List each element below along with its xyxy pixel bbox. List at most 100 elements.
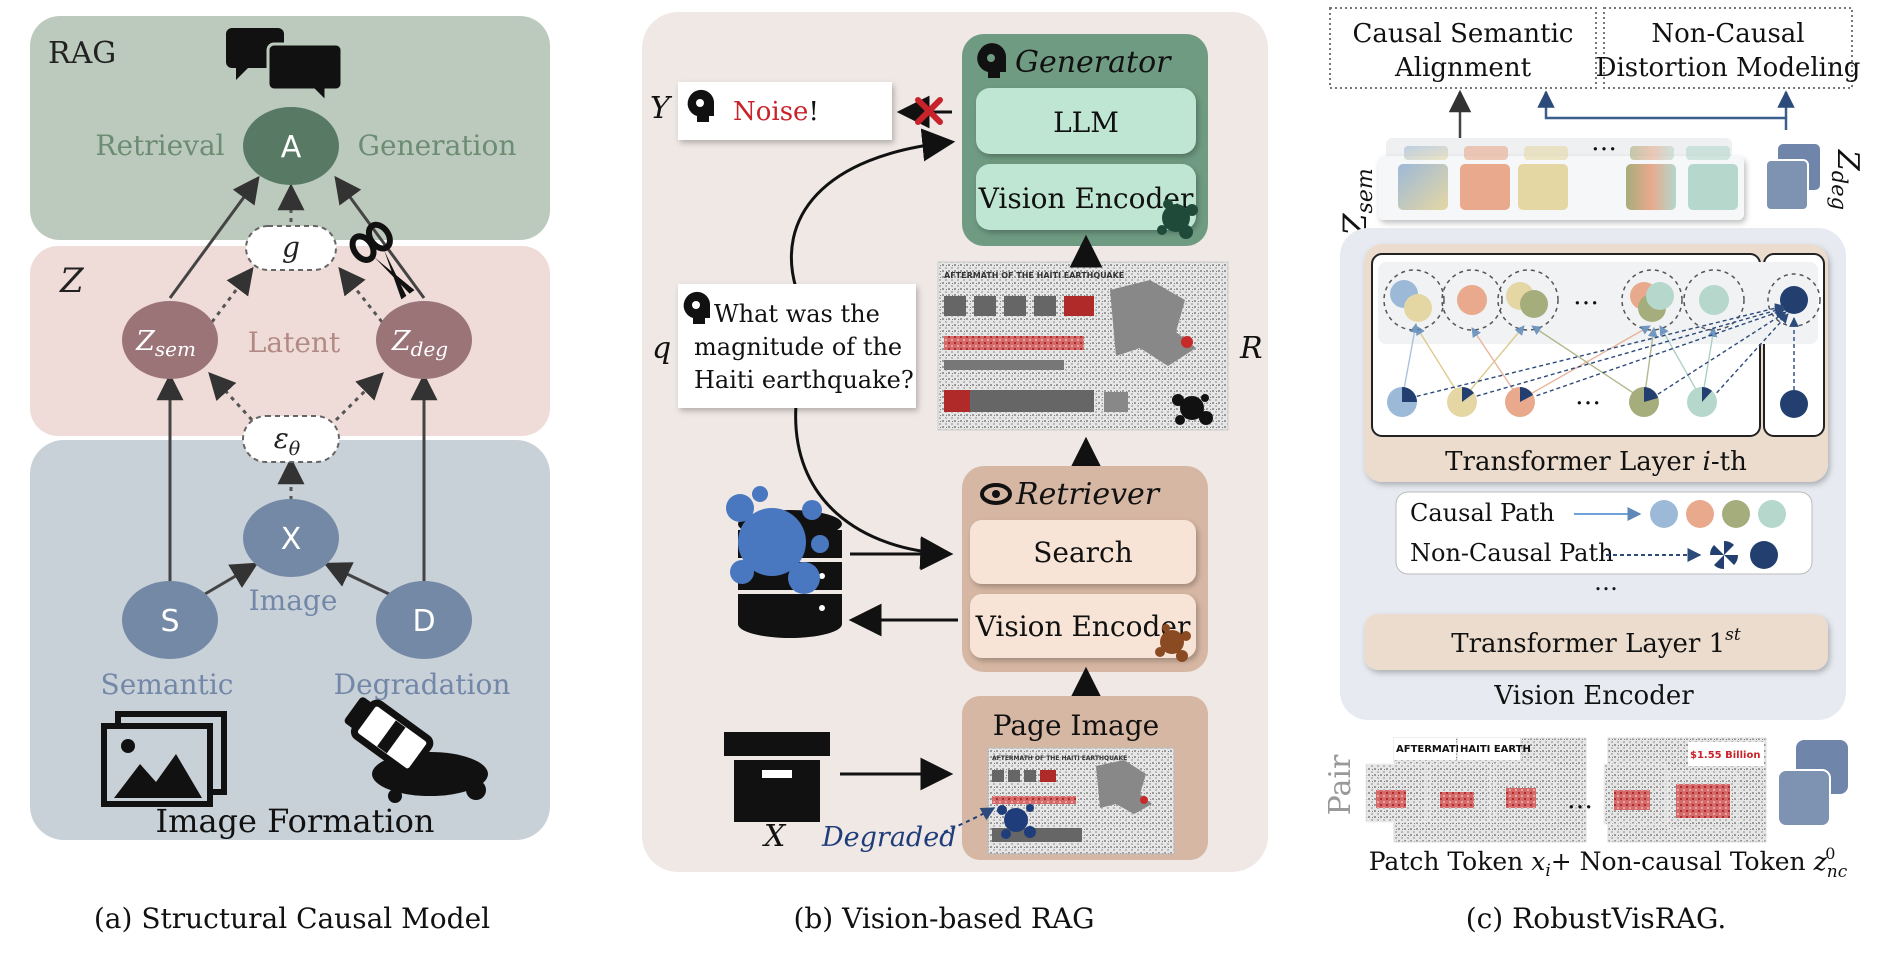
archive-box-icon <box>724 732 830 822</box>
layer-i-top-tokens: … <box>1383 269 1821 331</box>
chat-bubbles-icon <box>226 28 344 106</box>
retriever-title: Retriever <box>1015 477 1161 512</box>
layer-i-bottom-tokens: … <box>1387 381 1808 418</box>
degraded-label: Degraded <box>821 822 956 853</box>
svg-text:AFTERMATH OF THE HAITI EARTHQU: AFTERMATH OF THE HAITI EARTHQUAKE <box>992 755 1127 762</box>
splash-black-icon <box>1172 394 1213 425</box>
page-image-thumbnail: AFTERMATH OF THE HAITI EARTHQUAKE <box>987 747 1175 855</box>
noncausal-modeling-line-2: Distortion Modeling <box>1596 53 1861 83</box>
node-z-deg <box>376 301 472 379</box>
llm-box <box>976 88 1196 154</box>
degradation-label: Degradation <box>334 668 511 701</box>
pair-thumbnails: AFTERMATH O HAITI EARTH … $1.55 Billion <box>1365 737 1767 843</box>
node-epsilon-label: εθ <box>274 422 301 460</box>
node-z-sem <box>122 301 218 379</box>
caption-c: (c) RobustVisRAG. <box>1466 902 1727 935</box>
node-x-label: X <box>281 522 302 557</box>
generation-label: Generation <box>358 129 517 162</box>
svg-text:HAITI EARTH: HAITI EARTH <box>1460 744 1531 755</box>
token-sem-2 <box>1460 164 1510 210</box>
z-region-label: Z <box>59 261 85 301</box>
noncausal-modeling-line-1: Non-Causal <box>1651 19 1804 49</box>
page-image-label: Page Image <box>993 709 1159 742</box>
token-sem-4 <box>1626 164 1676 210</box>
token-sem-3 <box>1518 164 1568 210</box>
question-line-2: magnitude of the <box>694 333 902 361</box>
legend-tok-navy <box>1750 541 1778 569</box>
r-label: R <box>1239 331 1263 366</box>
z-sem-label: Zsem <box>1336 168 1378 236</box>
transformer-layer-1 <box>1364 614 1828 670</box>
noise-text: Noise! <box>733 97 819 127</box>
image-label: Image <box>249 584 338 617</box>
node-epsilon <box>242 415 340 463</box>
legend-tok-olive <box>1722 500 1750 528</box>
noncausal-token-front <box>1777 769 1831 827</box>
noncausal-connections <box>1409 303 1799 399</box>
node-x <box>243 499 339 577</box>
question-box <box>678 284 916 408</box>
splash-degraded-icon <box>997 804 1036 839</box>
svg-text:…: … <box>1575 381 1601 411</box>
node-a-label: A <box>281 130 302 165</box>
search-box <box>970 520 1196 584</box>
z-deg-label: Zdeg <box>1827 149 1865 210</box>
svg-text:AFTERMATH O: AFTERMATH O <box>1396 744 1476 755</box>
red-x-icon <box>915 97 943 125</box>
node-g <box>245 225 337 271</box>
causal-path-label: Causal Path <box>1410 499 1555 527</box>
search-label: Search <box>1033 536 1133 569</box>
retrieved-page-r: AFTERMATH OF THE HAITI EARTHQUAKE <box>937 261 1229 431</box>
node-z-deg-label: Zdeg <box>391 326 448 361</box>
node-s <box>122 581 218 659</box>
patch-token-label: Patch Token xi+ Non-causal Token znc0 <box>1369 844 1848 882</box>
vision-encoder-label: Vision Encoder <box>1493 681 1694 711</box>
noncausal-modeling-box <box>1603 7 1853 89</box>
caption-b: (b) Vision-based RAG <box>793 902 1094 935</box>
image-formation-label: Image Formation <box>155 802 434 840</box>
legend-tok-teal <box>1758 500 1786 528</box>
question-line-1: What was the <box>714 300 880 328</box>
legend-tok-orange <box>1686 500 1714 528</box>
causal-alignment-line-2: Alignment <box>1394 53 1532 83</box>
spill-icon <box>344 697 488 803</box>
retrieval-label: Retrieval <box>95 129 224 162</box>
scissors-icon <box>349 221 415 300</box>
y-label: Y <box>650 91 673 126</box>
semantic-label: Semantic <box>101 668 234 701</box>
svg-text:…: … <box>1567 785 1593 815</box>
node-d-label: D <box>412 604 435 639</box>
panel-c: Causal Semantic Alignment Non-Causal Dis… <box>1323 7 1865 935</box>
eye-icon <box>980 483 1012 505</box>
node-a <box>243 107 339 185</box>
brain-head-icon-noise <box>687 89 714 122</box>
node-s-label: S <box>160 604 179 639</box>
panel-b: Generator LLM Vision Encoder Y Noise! AF… <box>642 12 1268 935</box>
q-label: q <box>652 331 671 366</box>
brain-head-icon-question <box>683 291 710 324</box>
token-sem-1 <box>1398 164 1448 210</box>
retriever-vision-encoder-label: Vision Encoder <box>975 610 1191 643</box>
node-g-label: g <box>282 231 300 264</box>
causal-alignment-box <box>1329 7 1597 89</box>
token-deg-front <box>1765 159 1809 211</box>
svg-text:$1.55 Billion: $1.55 Billion <box>1690 750 1760 761</box>
llm-label: LLM <box>1053 106 1119 139</box>
svg-text:AFTERMATH OF THE HAITI EARTHQU: AFTERMATH OF THE HAITI EARTHQUAKE <box>944 271 1124 280</box>
question-line-3: Haiti earthquake? <box>694 366 914 394</box>
splash-green-icon <box>1157 199 1198 239</box>
generator-title: Generator <box>1015 45 1172 80</box>
x-label: X <box>762 819 787 854</box>
generator-vision-encoder-box <box>976 164 1196 230</box>
images-icon <box>101 711 227 807</box>
retriever-vision-encoder-box <box>970 594 1196 658</box>
caption-a: (a) Structural Causal Model <box>94 902 490 935</box>
rag-label: RAG <box>48 36 116 71</box>
pair-label: Pair <box>1323 754 1358 815</box>
brain-head-icon <box>977 43 1006 78</box>
svg-text:…: … <box>1573 281 1599 311</box>
token-sem-5 <box>1688 164 1738 210</box>
generator-vision-encoder-label: Vision Encoder <box>978 182 1194 215</box>
